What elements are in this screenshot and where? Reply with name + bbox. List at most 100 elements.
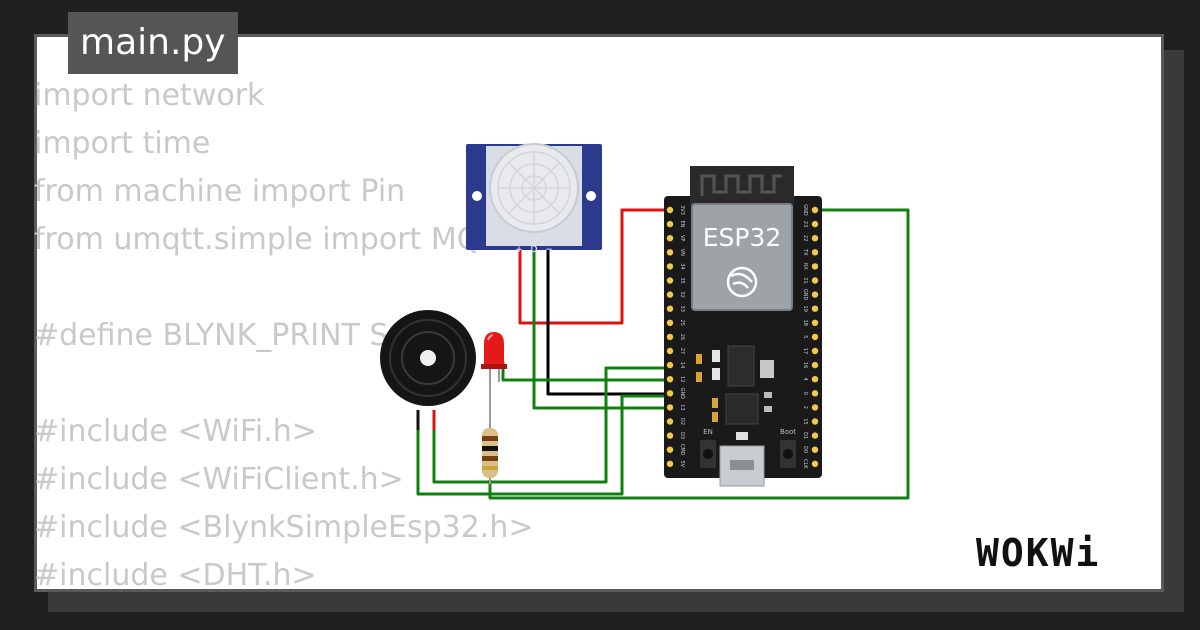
left-pin-label: 12	[679, 376, 685, 382]
wokwi-logo: WOKWi	[976, 531, 1100, 575]
left-pin[interactable]	[666, 418, 674, 425]
right-pin[interactable]	[811, 277, 819, 284]
left-pin-labels: 3V3ENVPVN343532332526271412GND13D2D3CMD5…	[679, 205, 685, 468]
code-line: #include <WiFi.h>	[34, 414, 317, 449]
board-title: ESP32	[703, 223, 782, 252]
right-pin-label: 18	[802, 320, 808, 326]
wire-ground[interactable]	[546, 248, 668, 396]
right-pin-label: D0	[802, 446, 808, 453]
right-pin-label: TX	[802, 248, 808, 256]
right-pin[interactable]	[811, 347, 819, 355]
right-pin[interactable]	[811, 305, 819, 312]
right-pin[interactable]	[811, 432, 819, 439]
left-pin[interactable]	[666, 291, 674, 298]
code-line: import time	[34, 126, 211, 161]
right-pin[interactable]	[811, 446, 819, 453]
right-pin-label: GND	[802, 204, 808, 216]
left-pin[interactable]	[666, 235, 674, 242]
wire-gnd-right[interactable]	[488, 208, 910, 500]
wifi-antenna-icon	[700, 174, 782, 196]
boot-button-label: Boot	[780, 428, 796, 436]
left-pin[interactable]	[666, 376, 674, 383]
right-pin-label: 15	[802, 418, 808, 424]
left-pin-label: 32	[679, 291, 685, 297]
right-pin-label: 4	[802, 378, 808, 381]
left-pin[interactable]	[666, 333, 674, 341]
right-pin-label: RX	[802, 263, 808, 270]
left-pin[interactable]	[666, 249, 674, 256]
right-pin[interactable]	[811, 263, 819, 270]
led-red[interactable]	[481, 332, 507, 426]
left-pin-label: 3V3	[679, 205, 685, 215]
left-pin-label: 34	[679, 263, 685, 269]
right-pin[interactable]	[811, 319, 819, 326]
buzzer[interactable]	[380, 310, 476, 406]
right-pin-label: 21	[802, 277, 808, 283]
wire-power[interactable]	[518, 208, 668, 325]
espressif-logo-icon	[726, 266, 758, 298]
left-pin-label: 33	[679, 306, 685, 312]
right-pin[interactable]	[811, 404, 819, 411]
right-pin-label: 17	[802, 348, 808, 354]
wire-led[interactable]	[501, 362, 668, 382]
code-line: from machine import Pin	[34, 174, 406, 209]
left-pin[interactable]	[666, 347, 674, 355]
right-pin-label: 2	[802, 406, 808, 409]
right-pin[interactable]	[811, 206, 819, 214]
esp32-board[interactable]: ESP32 3V3ENVPVN343532332526271412GND13D2…	[664, 166, 822, 487]
left-pin-label: D2	[679, 418, 685, 425]
left-pin-label: VN	[679, 249, 685, 256]
left-pin[interactable]	[666, 319, 674, 326]
right-pin[interactable]	[811, 361, 819, 369]
pir-pin-label: +	[515, 245, 523, 255]
left-pin-label: VP	[679, 235, 685, 241]
right-pin-label: D1	[802, 432, 808, 439]
pir-pin-label: D	[531, 245, 538, 255]
pir-sensor[interactable]: + D −	[466, 143, 602, 255]
right-pin[interactable]	[811, 376, 819, 383]
right-pin[interactable]	[811, 249, 819, 256]
code-editor[interactable]: import network import time from machine im…	[34, 72, 602, 600]
left-pin-label: 35	[679, 277, 685, 283]
wire-pir-data[interactable]	[532, 248, 668, 410]
left-pin[interactable]	[666, 460, 674, 467]
left-pin[interactable]	[666, 390, 674, 397]
left-pin-label: 14	[679, 362, 685, 368]
right-pin[interactable]	[811, 235, 819, 242]
right-pin[interactable]	[811, 291, 819, 298]
left-pin[interactable]	[666, 305, 674, 312]
code-line: #include <BlynkSimpleEsp32.h>	[34, 510, 534, 545]
left-pin-label: 26	[679, 334, 685, 340]
resistor[interactable]	[482, 418, 498, 484]
left-pin[interactable]	[666, 361, 674, 369]
pir-pin-label: −	[545, 245, 553, 255]
right-pin-label: CLK	[802, 459, 808, 469]
right-pin[interactable]	[811, 390, 819, 397]
left-pin-label: D3	[679, 432, 685, 439]
code-line: #include <WiFiClient.h>	[34, 462, 404, 497]
file-tab[interactable]: main.py	[68, 12, 238, 74]
right-pin-label: GND	[802, 289, 808, 301]
code-line: import network	[34, 78, 265, 113]
left-pin-label: CMD	[679, 444, 685, 456]
right-pin[interactable]	[811, 220, 819, 228]
left-pin-label: 27	[679, 348, 685, 354]
wire-buzzer-gnd[interactable]	[416, 394, 668, 496]
right-pin-label: 0	[802, 392, 808, 395]
left-pin[interactable]	[666, 432, 674, 439]
left-pin[interactable]	[666, 220, 674, 228]
left-pin[interactable]	[666, 263, 674, 270]
right-pin-label: 22	[802, 235, 808, 241]
brand-name: WOKWi	[976, 531, 1100, 575]
card-shadow-bottom	[48, 592, 1184, 612]
wire-buzzer[interactable]	[432, 366, 668, 484]
right-pin[interactable]	[811, 418, 819, 425]
left-pin[interactable]	[666, 277, 674, 284]
right-pin[interactable]	[811, 460, 819, 467]
left-pin[interactable]	[666, 206, 674, 214]
left-pin[interactable]	[666, 446, 674, 453]
right-pin[interactable]	[811, 333, 819, 341]
left-pin[interactable]	[666, 404, 674, 411]
